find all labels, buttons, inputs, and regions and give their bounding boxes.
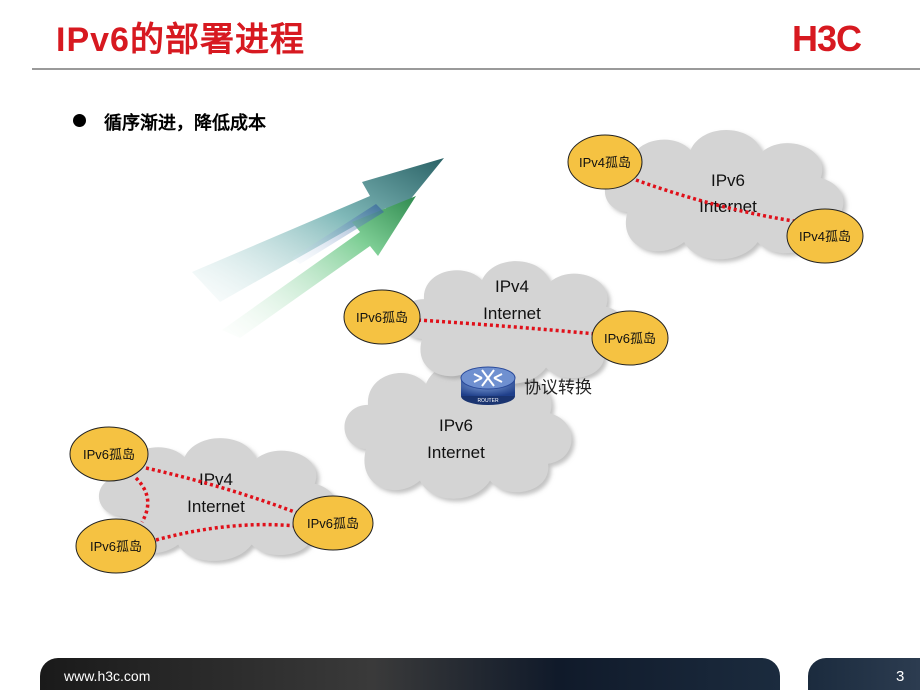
- island-ipv4-a: IPv4孤岛: [567, 134, 643, 190]
- tunnel-link: [145, 466, 301, 516]
- tunnel-link: [635, 178, 801, 224]
- island-ipv6-bottom-c: IPv6孤岛: [75, 518, 157, 574]
- cloud-top-right-line2: Internet: [699, 197, 757, 216]
- tunnel-link: [155, 522, 297, 542]
- tunnel-link: [134, 476, 150, 523]
- island-ipv6-bottom-b: IPv6孤岛: [292, 495, 374, 551]
- translation-label: 协议转换: [524, 378, 592, 398]
- h3c-logo: H3C: [792, 18, 862, 59]
- island-ipv4-b: IPv4孤岛: [786, 208, 864, 264]
- cloud-middle-lower-line1: IPv6: [439, 416, 473, 435]
- cloud-middle-lower-line2: Internet: [427, 443, 485, 462]
- cloud-bottom-left-line2: Internet: [187, 497, 245, 516]
- cloud-bottom-left-line1: IPv4: [199, 470, 233, 489]
- router-caption: ROUTER: [477, 398, 499, 404]
- footer-bar: [40, 658, 780, 690]
- island-label: IPv6孤岛: [356, 310, 408, 325]
- tunnel-link: [417, 318, 597, 336]
- island-label: IPv6孤岛: [83, 447, 135, 462]
- island-ipv6-bottom-a: IPv6孤岛: [69, 426, 149, 482]
- island-label: IPv4孤岛: [799, 229, 851, 244]
- bullet-icon: [73, 114, 86, 127]
- island-label: IPv4孤岛: [579, 155, 631, 170]
- island-label: IPv6孤岛: [90, 539, 142, 554]
- upward-arrow-icon: [192, 158, 444, 338]
- title-divider: [32, 68, 920, 70]
- island-label: IPv6孤岛: [604, 331, 656, 346]
- bullet-text: 循序渐进，降低成本: [104, 113, 266, 133]
- cloud-middle-upper-line2: Internet: [483, 304, 541, 323]
- island-ipv6-middle-b: IPv6孤岛: [591, 310, 669, 366]
- router-icon: ROUTER: [460, 366, 516, 405]
- cloud-top-right-line1: IPv6: [711, 171, 745, 190]
- page-number: 3: [896, 668, 905, 685]
- cloud-middle-upper-line1: IPv4: [495, 277, 529, 296]
- island-ipv6-middle-a: IPv6孤岛: [343, 289, 421, 345]
- page-number-box: [808, 658, 920, 690]
- island-label: IPv6孤岛: [307, 516, 359, 531]
- slide-title: IPv6的部署进程: [56, 21, 305, 59]
- footer-url: www.h3c.com: [64, 668, 151, 684]
